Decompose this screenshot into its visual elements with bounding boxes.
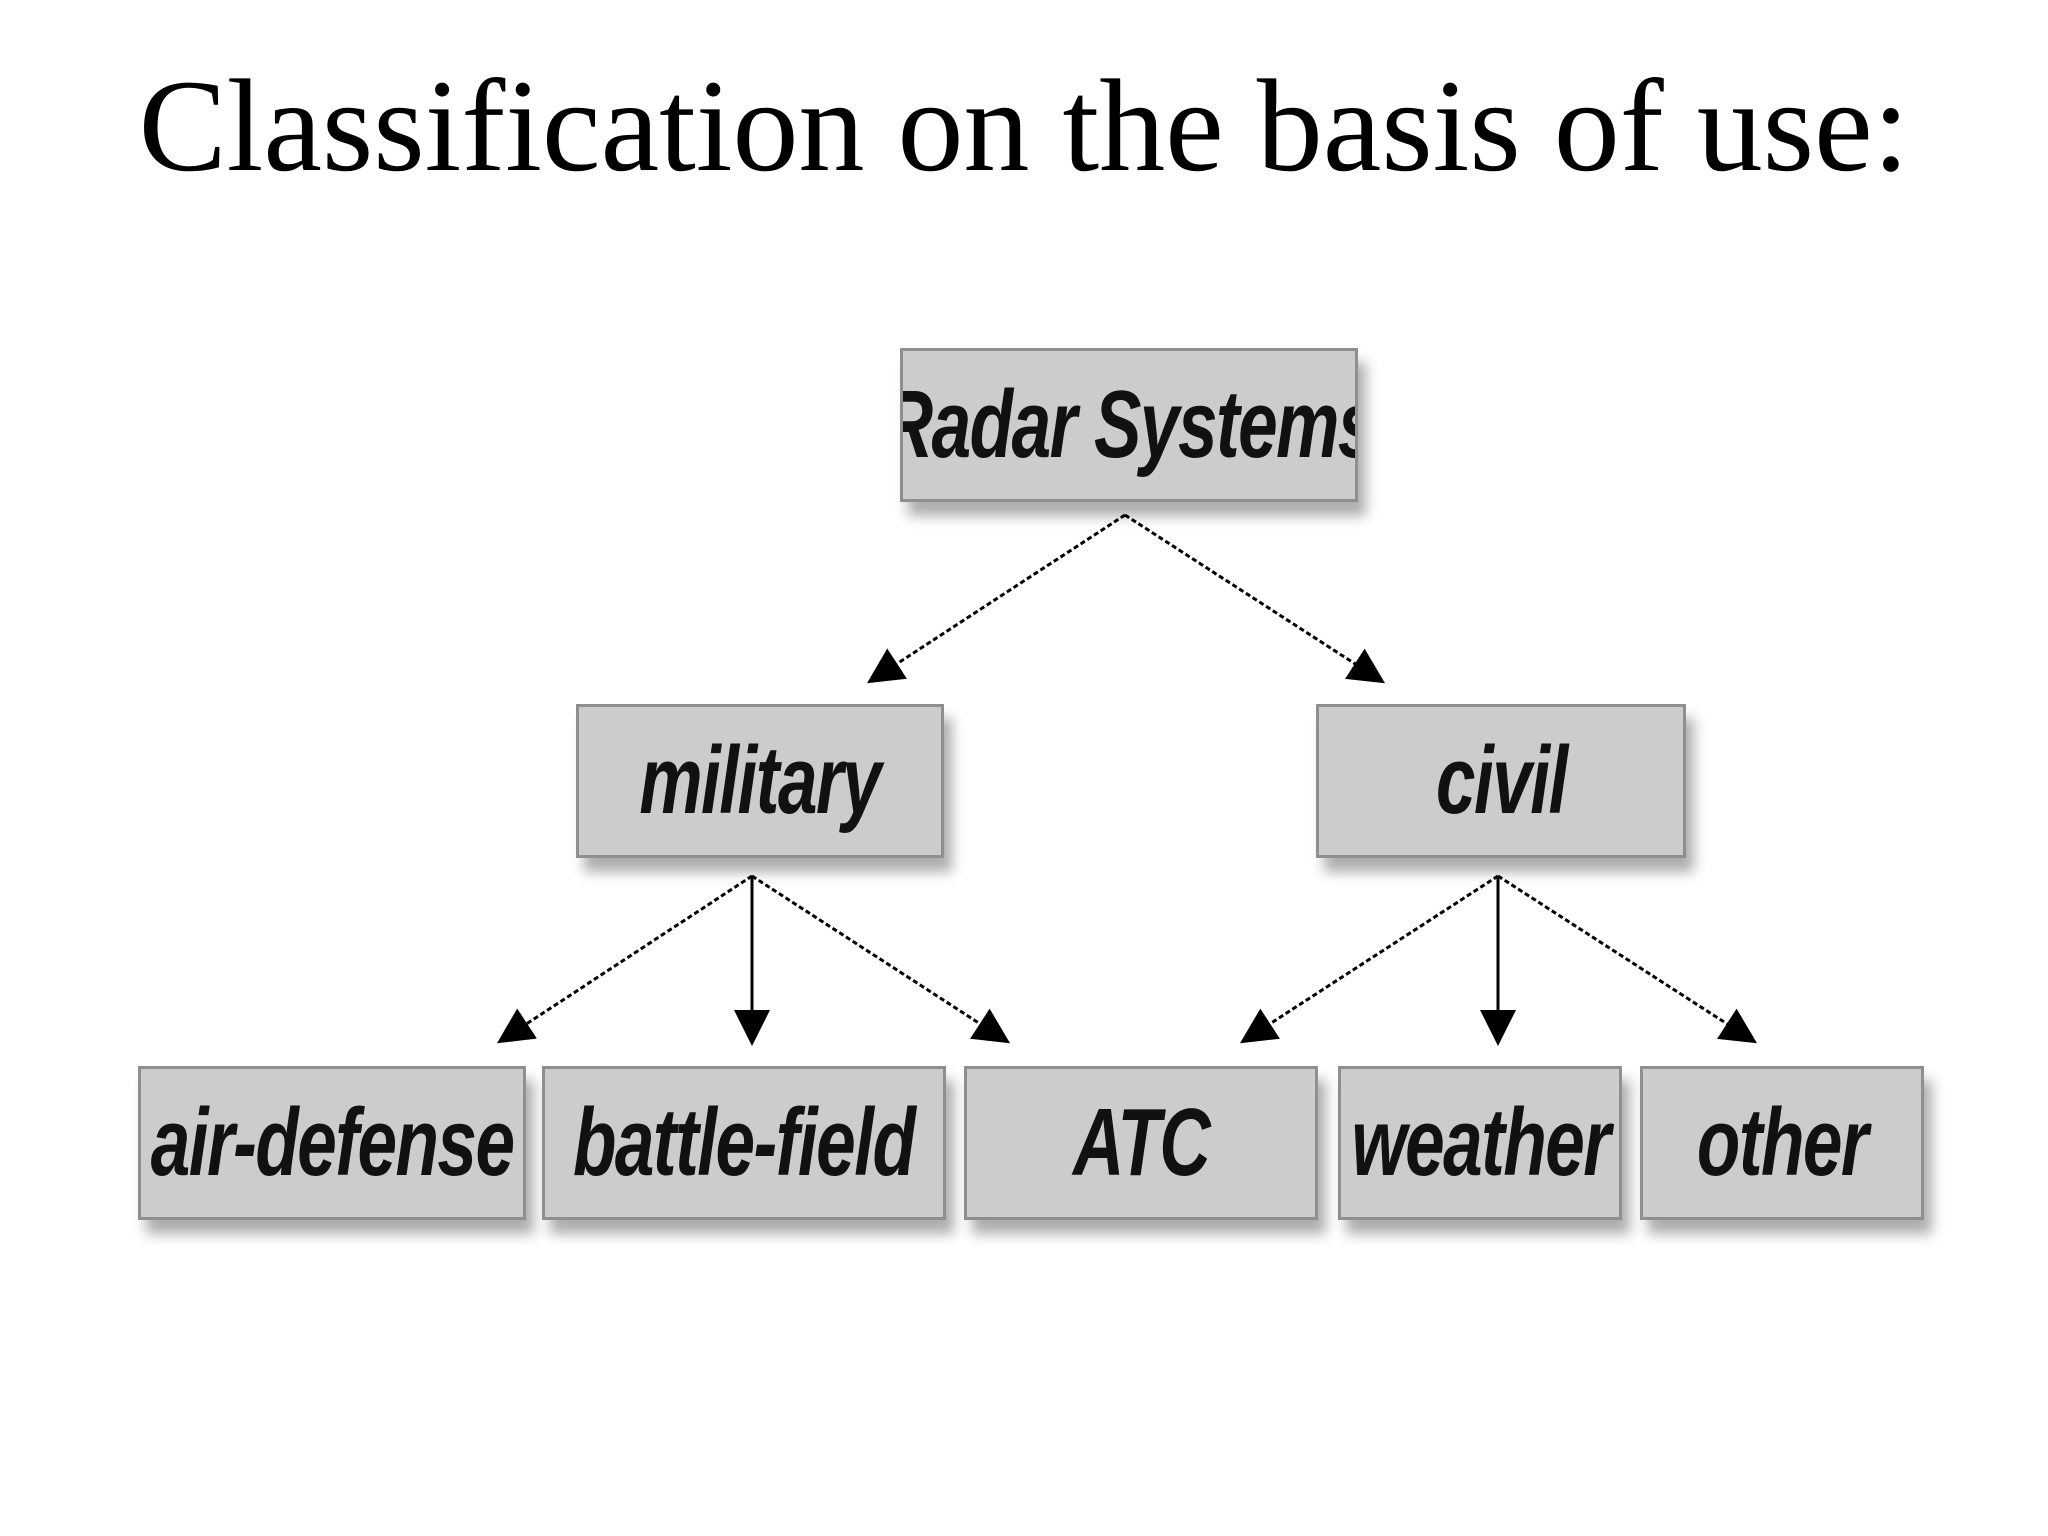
node-weather: weather [1338,1066,1622,1220]
node-atc: ATC [964,1066,1318,1220]
node-label-battle-field: battle-field [573,1089,916,1196]
slide-title: Classification on the basis of use: [138,52,1910,199]
node-label-military: military [639,727,882,834]
node-label-civil: civil [1435,727,1568,834]
node-label-root: Radar Systems [900,371,1358,478]
node-civil: civil [1316,704,1686,858]
edge-military-to-air-defense [496,874,753,1044]
node-air-defense: air-defense [138,1066,526,1220]
node-label-weather: weather [1350,1089,1611,1196]
node-label-other: other [1696,1089,1869,1196]
edge-radar-to-civil [1124,513,1386,684]
node-military: military [576,704,944,858]
edge-military-to-atc [751,874,1011,1044]
node-label-air-defense: air-defense [150,1089,515,1196]
node-battle-field: battle-field [542,1066,946,1220]
node-radar-systems: Radar Systems [900,348,1358,502]
node-other: other [1640,1066,1924,1220]
edge-civil-to-atc [1239,874,1499,1044]
edge-civil-to-other [1497,874,1758,1044]
edge-radar-to-military [866,513,1126,684]
node-label-atc: ATC [1072,1089,1211,1196]
